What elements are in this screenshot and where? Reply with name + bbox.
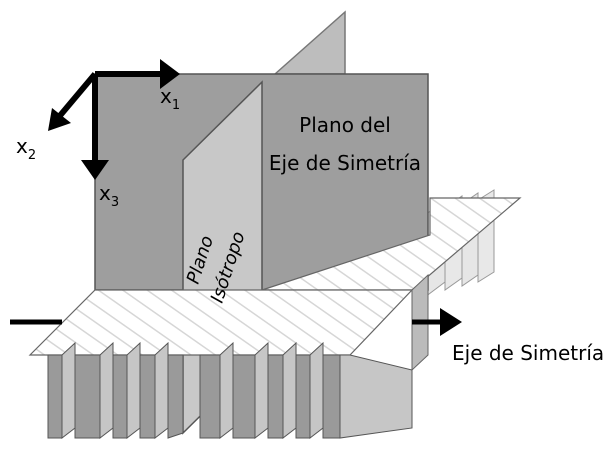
symmetry-axis-arrow xyxy=(10,308,462,336)
coordinate-axes xyxy=(48,59,180,180)
symmetry-plane-back xyxy=(273,10,346,75)
symmetry-axis-label: Eje de Simetría xyxy=(452,341,604,365)
x1-label: x1 xyxy=(160,84,180,113)
symmetry-plane-label-line2: Eje de Simetría xyxy=(269,151,421,175)
symmetry-plane-label-line1: Plano del xyxy=(299,113,391,137)
front-ridges xyxy=(47,341,413,440)
x3-label: x3 xyxy=(99,181,119,210)
x2-label: x2 xyxy=(16,134,36,163)
